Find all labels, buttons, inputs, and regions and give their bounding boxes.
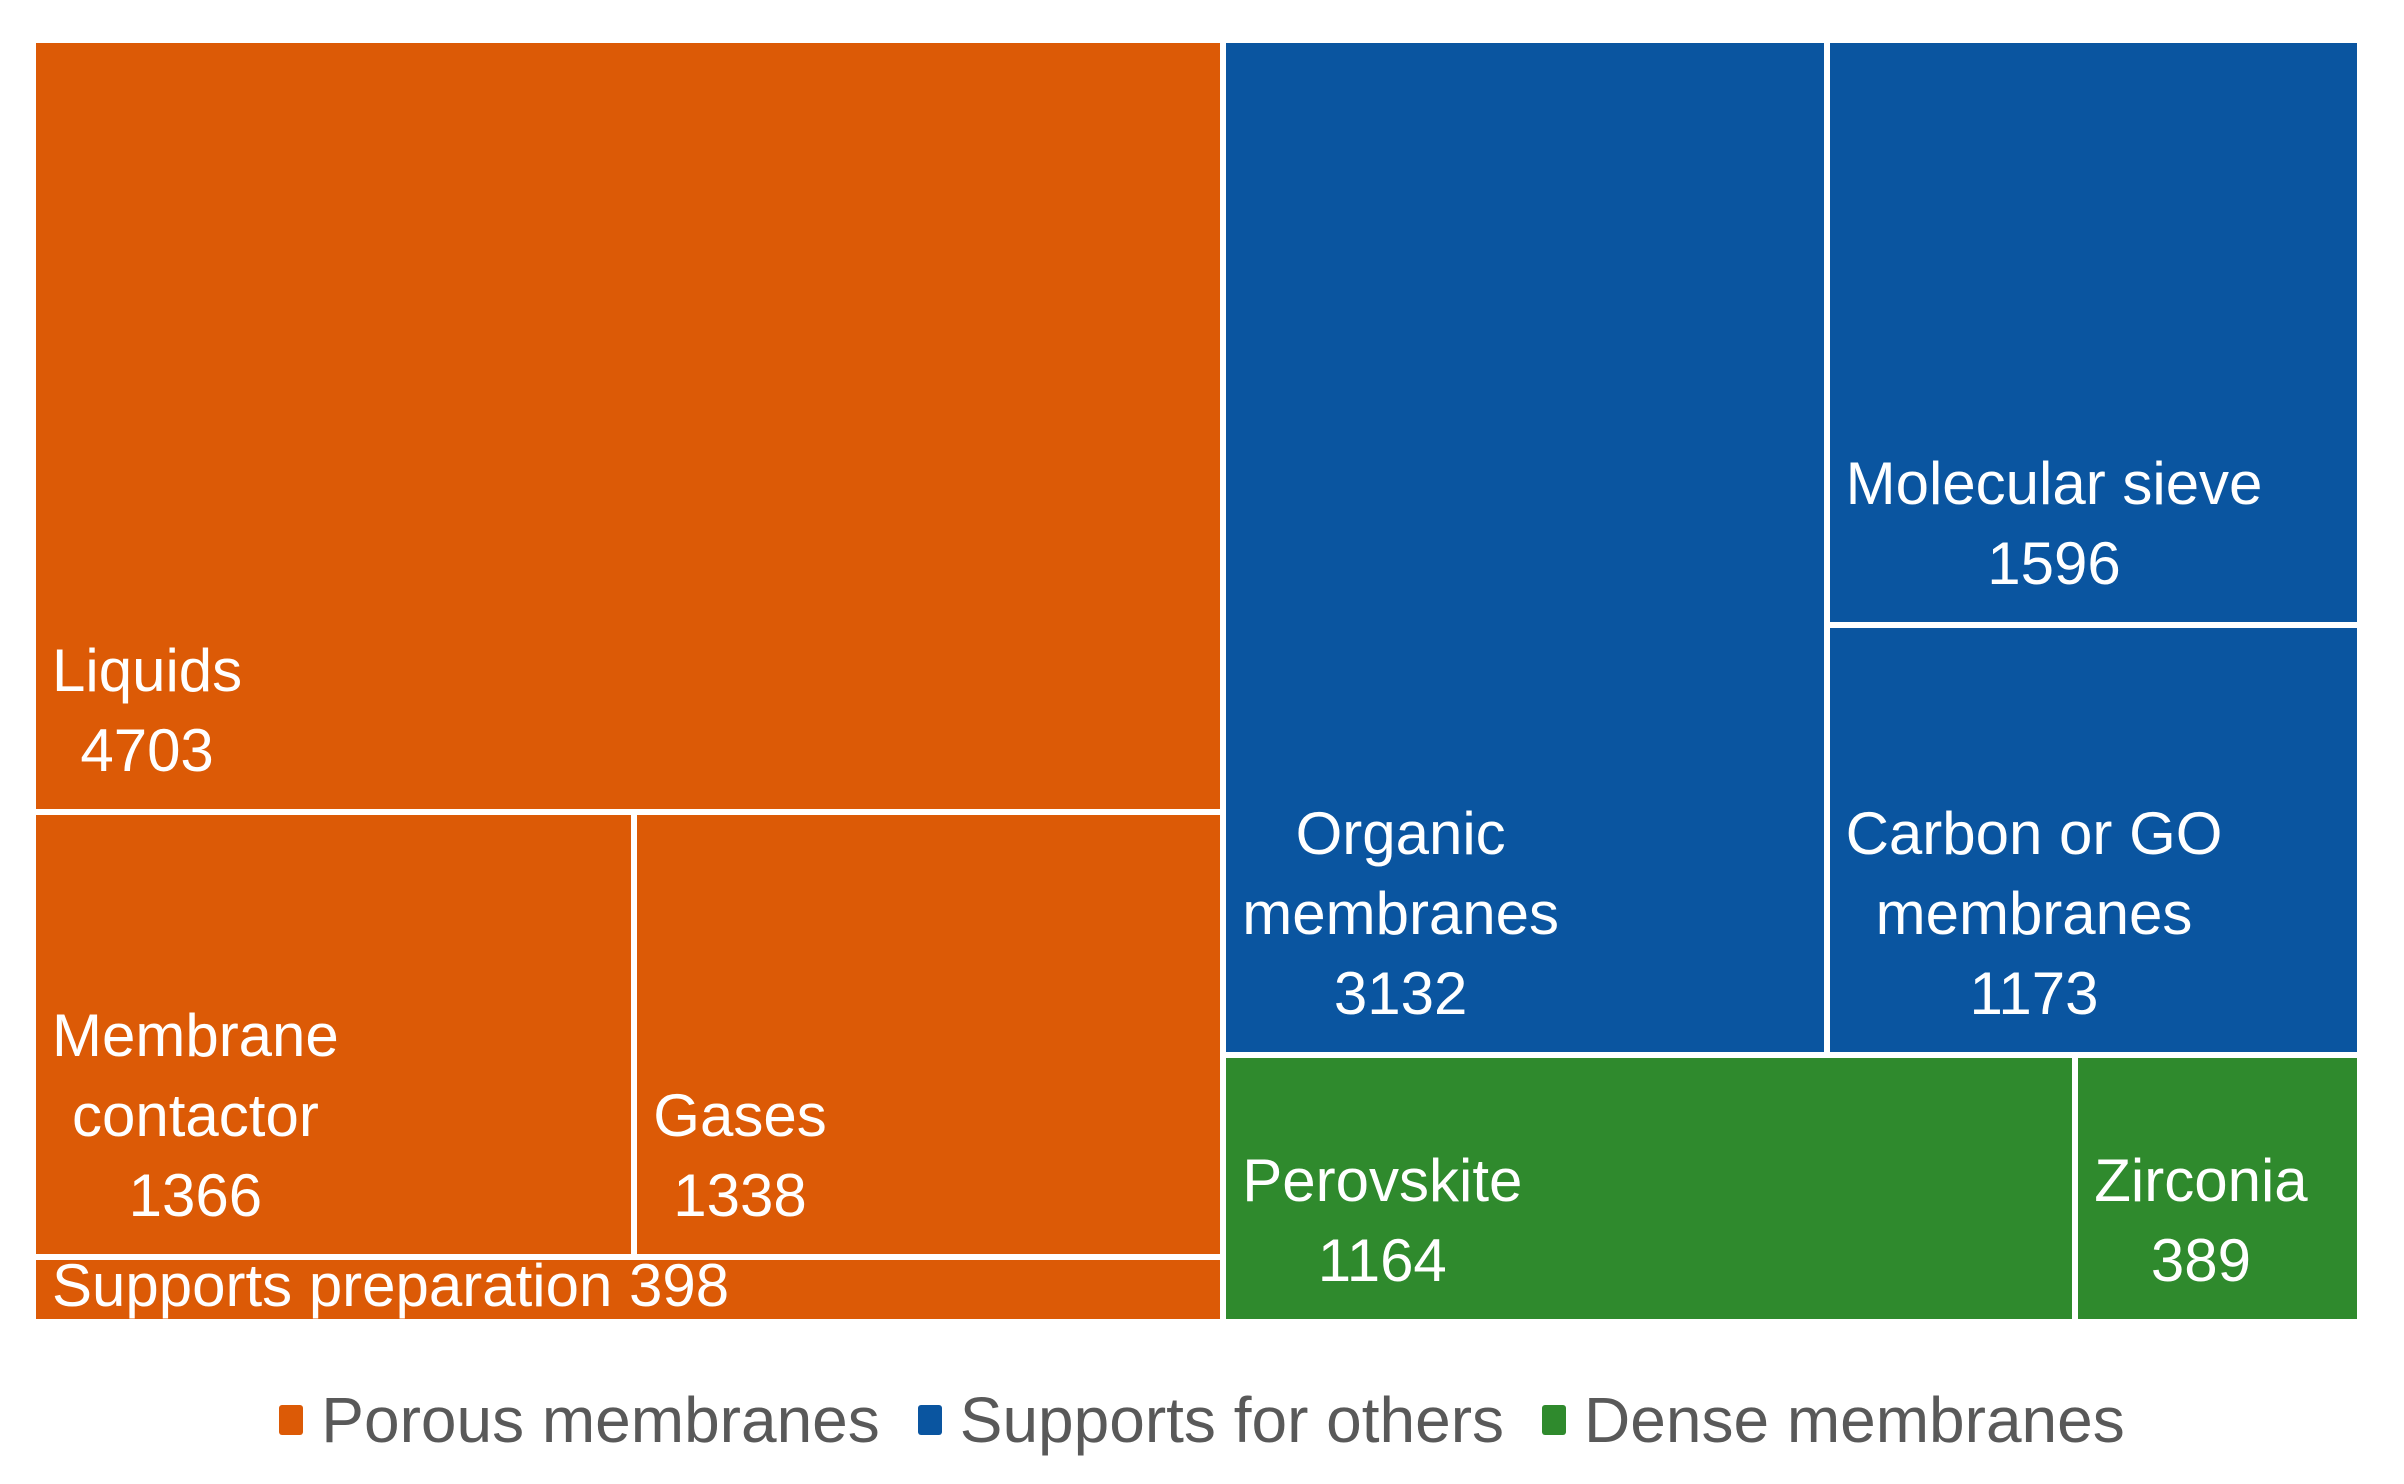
tile-label-line: membranes: [1242, 879, 1560, 947]
tile-label-line: 389: [2150, 1226, 2252, 1294]
tile-label-organic-membranes: Organic membranes 3132: [1242, 794, 1559, 1034]
tile-label-line: Liquids: [52, 637, 243, 705]
legend-swatch-icon: [1542, 1405, 1567, 1435]
legend-swatch-icon: [917, 1405, 942, 1435]
tile-label-liquids: Liquids 4703: [52, 631, 242, 791]
tile-label-line: 1173: [1969, 959, 2099, 1027]
treemap-tile-organic-membranes: Organic membranes 3132: [1223, 40, 1827, 1055]
treemap-tile-zirconia: Zirconia 389: [2075, 1054, 2360, 1322]
legend-label: Dense membranes: [1584, 1384, 2125, 1456]
tile-label-line: Molecular sieve: [1845, 449, 2263, 517]
treemap-tile-liquids: Liquids 4703: [33, 40, 1224, 813]
treemap-tile-perovskite: Perovskite 1164: [1223, 1054, 2076, 1322]
tile-label-molecular-sieve: Molecular sieve 1596: [1846, 444, 2263, 604]
tile-label-line: Organic: [1295, 799, 1506, 867]
tile-label-line: Perovskite: [1242, 1146, 1523, 1214]
treemap-tile-membrane-contactor: Membrane contactor 1366: [33, 812, 635, 1257]
legend-label: Porous membranes: [321, 1384, 880, 1456]
tile-label-line: Carbon or GO: [1845, 799, 2223, 867]
legend-item-porous-membranes: Porous membranes: [279, 1384, 880, 1456]
tile-label-line: 3132: [1333, 959, 1468, 1027]
tile-label-line: 1596: [1987, 529, 2121, 597]
tile-label-carbon-or-go-membranes: Carbon or GO membranes 1173: [1846, 794, 2223, 1034]
tile-label-line: Supports preparation 398: [52, 1256, 730, 1320]
treemap-tile-molecular-sieve: Molecular sieve 1596: [1826, 40, 2360, 625]
treemap-tile-gases: Gases 1338: [634, 812, 1224, 1257]
tile-label-perovskite: Perovskite 1164: [1242, 1141, 1522, 1301]
treemap-tile-supports-preparation: Supports preparation 398: [33, 1256, 1224, 1322]
tile-label-line: Gases: [653, 1081, 827, 1149]
tile-label-zirconia: Zirconia 389: [2094, 1141, 2307, 1301]
tile-label-line: contactor: [72, 1081, 319, 1149]
legend-label: Supports for others: [959, 1384, 1505, 1456]
tile-label-line: 1366: [128, 1161, 263, 1229]
tile-label-line: 4703: [80, 717, 214, 785]
tile-label-line: Zirconia: [2094, 1146, 2308, 1214]
legend-item-supports-for-others: Supports for others: [917, 1384, 1505, 1456]
legend-swatch-icon: [279, 1405, 304, 1435]
tile-label-line: 1338: [673, 1161, 807, 1229]
tile-label-line: 1164: [1317, 1226, 1447, 1294]
legend-item-dense-membranes: Dense membranes: [1542, 1388, 2125, 1452]
tile-label-line: Membrane: [52, 1001, 339, 1069]
tile-label-membrane-contactor: Membrane contactor 1366: [52, 996, 339, 1236]
tile-label-supports-preparation: Supports preparation 398: [52, 1256, 730, 1320]
tile-label-gases: Gases 1338: [653, 1076, 826, 1236]
treemap-tile-carbon-or-go-membranes: Carbon or GO membranes 1173: [1826, 624, 2360, 1055]
chart-legend: Porous membranes Supports for others Dense…: [0, 1368, 2404, 1472]
tile-label-line: membranes: [1875, 879, 2193, 947]
